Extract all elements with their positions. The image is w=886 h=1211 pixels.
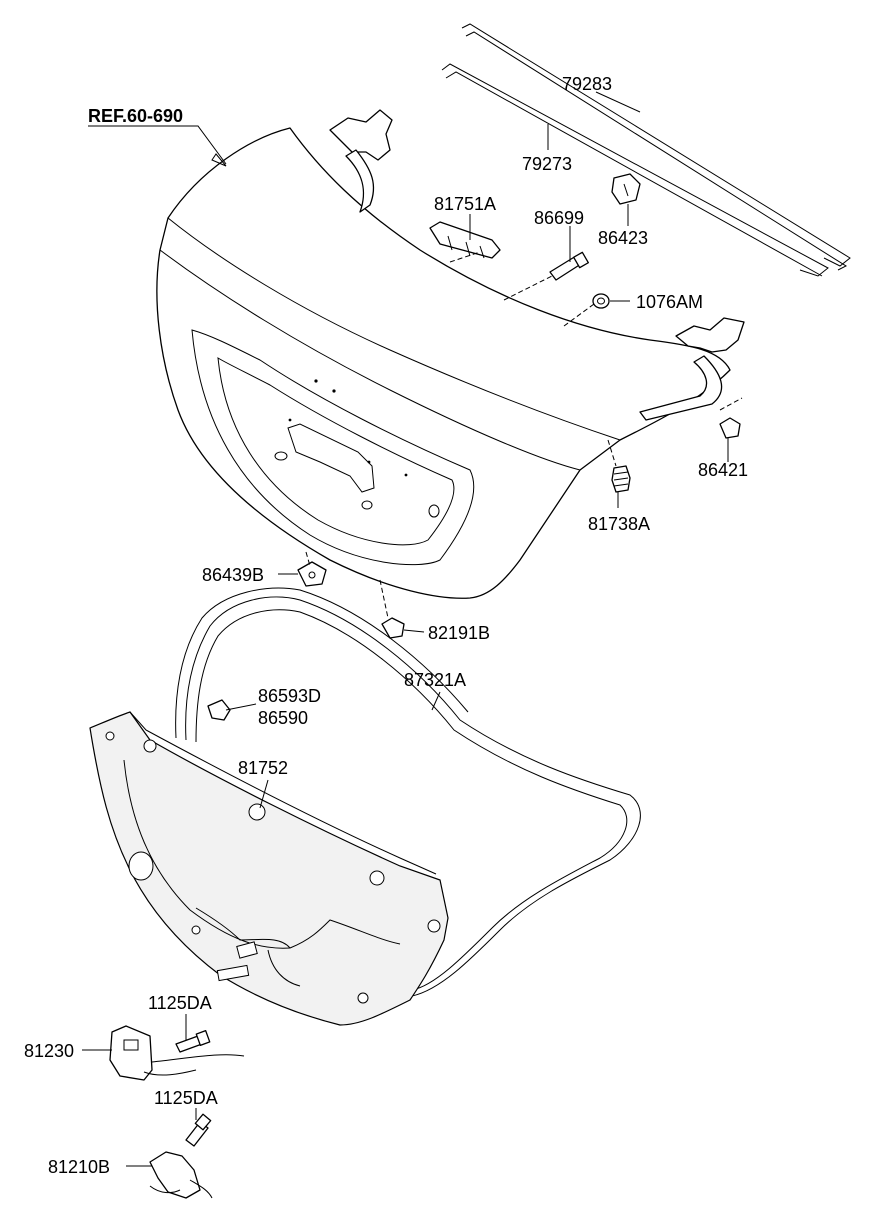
bumper-82191B[interactable]: [381, 617, 405, 639]
label-86590: 86590: [258, 708, 308, 728]
washer-1076AM[interactable]: [592, 293, 610, 309]
grommet-86439B[interactable]: [297, 561, 327, 587]
leader-lines: [82, 91, 743, 1167]
label-86423: 86423: [598, 228, 648, 248]
label-82191B: 82191B: [428, 623, 490, 643]
label-1125DA-lower: 1125DA: [154, 1088, 218, 1108]
trim-clip-86593D[interactable]: [207, 699, 231, 721]
trunk-lid-trim-panel[interactable]: [89, 711, 449, 1026]
label-1125DA-upper: 1125DA: [148, 993, 212, 1013]
label-81210B: 81210B: [48, 1157, 110, 1177]
label-81751A: 81751A: [434, 194, 496, 214]
bracket-81751A[interactable]: [429, 221, 501, 259]
clip-86423[interactable]: [611, 173, 641, 205]
label-1076AM: 1076AM: [636, 292, 703, 312]
left-hinge[interactable]: [329, 109, 393, 213]
torsion-bar-79283[interactable]: [461, 23, 851, 271]
label-86421: 86421: [698, 460, 748, 480]
bolt-1125DA-upper[interactable]: [175, 1030, 211, 1053]
label-87321A: 87321A: [404, 670, 466, 690]
label-86593D: 86593D: [258, 686, 321, 706]
bumper-81738A[interactable]: [611, 465, 631, 493]
bolt-1125DA-lower[interactable]: [185, 1113, 212, 1147]
trunk-latch-81230[interactable]: [109, 1025, 245, 1081]
ref-label[interactable]: REF.60-690: [88, 106, 183, 126]
label-86699: 86699: [534, 208, 584, 228]
weatherstrip-87321A[interactable]: [175, 587, 641, 997]
torsion-bar-79273[interactable]: [441, 63, 829, 277]
right-hinge[interactable]: [639, 317, 745, 421]
trunk-lid-panel[interactable]: [156, 127, 731, 599]
label-81738A: 81738A: [588, 514, 650, 534]
bolt-86699[interactable]: [549, 251, 589, 281]
label-86439B: 86439B: [202, 565, 264, 585]
label-79273: 79273: [522, 154, 572, 174]
label-81230: 81230: [24, 1041, 74, 1061]
label-81752: 81752: [238, 758, 288, 778]
label-79283: 79283: [562, 74, 612, 94]
stopper-86421[interactable]: [719, 417, 741, 439]
trunk-striker-81210B[interactable]: [149, 1151, 213, 1199]
